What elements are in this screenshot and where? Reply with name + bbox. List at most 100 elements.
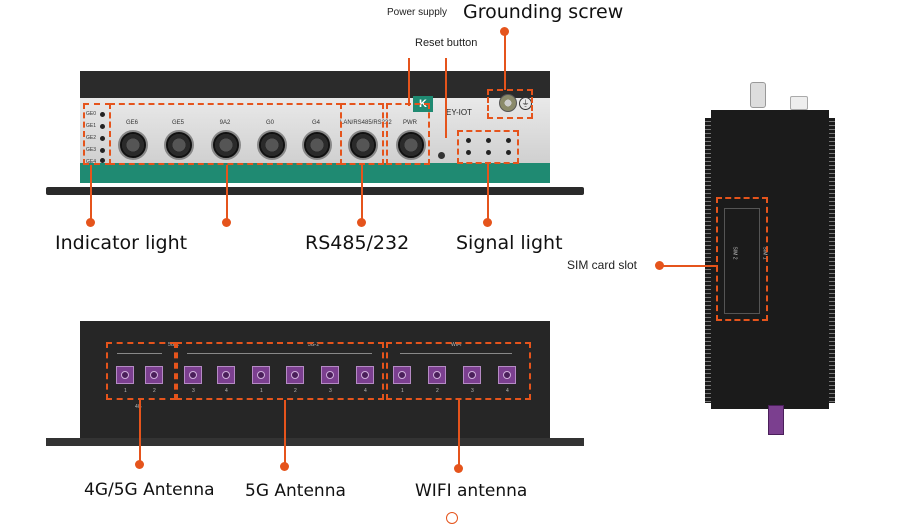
- rs485-highlight: [340, 103, 384, 165]
- side-top-connector: [750, 82, 766, 108]
- antenna-4g5g-highlight: [106, 342, 176, 400]
- led-label: GE4: [86, 159, 97, 165]
- led-label: GE3: [86, 147, 97, 153]
- antenna-number: 2: [436, 388, 439, 394]
- indicator-leader: [90, 165, 92, 220]
- antenna-number: 1: [401, 388, 404, 394]
- port-label: GE5: [171, 120, 184, 126]
- back-mount-flange: [46, 438, 584, 446]
- wifi-antenna-connector: [463, 366, 481, 384]
- grounding-screw-label: Grounding screw: [463, 1, 624, 23]
- antenna-connector: [286, 366, 304, 384]
- indicator-light-label: Indicator light: [55, 232, 188, 254]
- grounding-screw-icon: [499, 94, 517, 112]
- port-label: G0: [265, 120, 274, 126]
- wifi-antenna-leader: [458, 400, 460, 466]
- antenna-group-label: 5G-2: [308, 342, 320, 348]
- antenna-connector: [116, 366, 134, 384]
- led-indicator: [486, 150, 491, 155]
- antenna-number: 3: [471, 388, 474, 394]
- power-highlight: [386, 103, 430, 165]
- antenna-connector: [184, 366, 202, 384]
- antenna-number: 1: [260, 388, 263, 394]
- grounding-leader: [504, 32, 506, 90]
- led-indicator: [466, 150, 471, 155]
- port-label: GE6: [125, 120, 138, 126]
- wifi-antenna-callout-dot: [454, 464, 463, 473]
- antenna-number: 2: [153, 388, 156, 394]
- sim-leader: [660, 265, 718, 267]
- led-label: GE0: [86, 111, 97, 117]
- rs485-label: RS485/232: [305, 232, 410, 254]
- led-indicator: [100, 124, 105, 129]
- wifi-antenna-connector: [498, 366, 516, 384]
- antenna-5g-callout-dot: [280, 462, 289, 471]
- ethernet-port-connector: [118, 130, 148, 160]
- reset-leader: [445, 58, 447, 138]
- wifi-antenna-connector: [393, 366, 411, 384]
- antenna-connector: [217, 366, 235, 384]
- brand-name: EY-IOT: [446, 108, 472, 117]
- front-green-band: [80, 163, 550, 183]
- antenna-number: 4: [364, 388, 367, 394]
- signal-led-group: [462, 136, 518, 160]
- antenna-number: 3: [192, 388, 195, 394]
- grounding-callout-dot: [500, 27, 509, 36]
- antenna-connector: [252, 366, 270, 384]
- antenna-sub-label: 4G: [135, 404, 142, 410]
- antenna-4g5g-callout-dot: [135, 460, 144, 469]
- led-indicator: [100, 158, 105, 163]
- power-supply-leader: [408, 58, 410, 106]
- sim-card-slot-label: SIM card slot: [567, 258, 638, 272]
- led-indicator: [486, 138, 491, 143]
- ethernet-leader: [226, 165, 228, 220]
- ethernet-ports-highlight: [109, 103, 342, 165]
- led-indicator: [506, 138, 511, 143]
- signal-light-highlight: [457, 130, 519, 164]
- side-antenna-connector: [768, 405, 784, 435]
- led-label: GE1: [86, 123, 97, 129]
- wifi-antenna-connector: [428, 366, 446, 384]
- sim-callout-dot: [655, 261, 664, 270]
- bracket-line: [117, 353, 162, 354]
- wifi-antenna-highlight: [386, 342, 531, 400]
- reset-hole: [438, 152, 445, 159]
- ethernet-port-connector: [302, 130, 332, 160]
- led-indicator: [100, 112, 105, 117]
- antenna-4g5g-label: 4G/5G Antenna: [84, 480, 215, 500]
- antenna-number: 4: [506, 388, 509, 394]
- port-label: G4: [311, 120, 320, 126]
- port-label: LAN/RS485/RS232: [340, 120, 392, 126]
- signal-leader: [487, 164, 489, 220]
- ethernet-callout-dot: [222, 218, 231, 227]
- sim-slot-highlight: [716, 197, 768, 321]
- signal-light-label: Signal light: [456, 232, 563, 254]
- antenna-number: 2: [294, 388, 297, 394]
- antenna-4g5g-leader: [139, 400, 141, 462]
- antenna-number: 1: [124, 388, 127, 394]
- rs485-leader: [361, 165, 363, 220]
- side-heat-fins: [705, 118, 711, 403]
- antenna-5g-highlight: [176, 342, 384, 400]
- antenna-connector: [145, 366, 163, 384]
- led-label: GE2: [86, 135, 97, 141]
- led-indicator: [466, 138, 471, 143]
- bracket-line: [400, 353, 512, 354]
- wifi-antenna-label: WIFI antenna: [415, 481, 528, 501]
- antenna-connector: [356, 366, 374, 384]
- indicator-callout-dot: [86, 218, 95, 227]
- antenna-group-label: WIFI: [451, 342, 462, 348]
- bracket-line: [187, 353, 372, 354]
- antenna-number: 3: [329, 388, 332, 394]
- power-port-connector: [396, 130, 426, 160]
- antenna-connector: [321, 366, 339, 384]
- antenna-5g-leader: [284, 400, 286, 464]
- sim-slot-outline: [724, 208, 760, 314]
- port-label: 9A2: [219, 120, 231, 126]
- power-supply-label: Power supply: [387, 7, 448, 18]
- led-indicator: [100, 148, 105, 153]
- side-heat-fins: [829, 118, 835, 403]
- antenna-group-label: 5G-1: [168, 342, 180, 348]
- side-device-body: [711, 110, 829, 409]
- grounding-highlight: [487, 89, 533, 119]
